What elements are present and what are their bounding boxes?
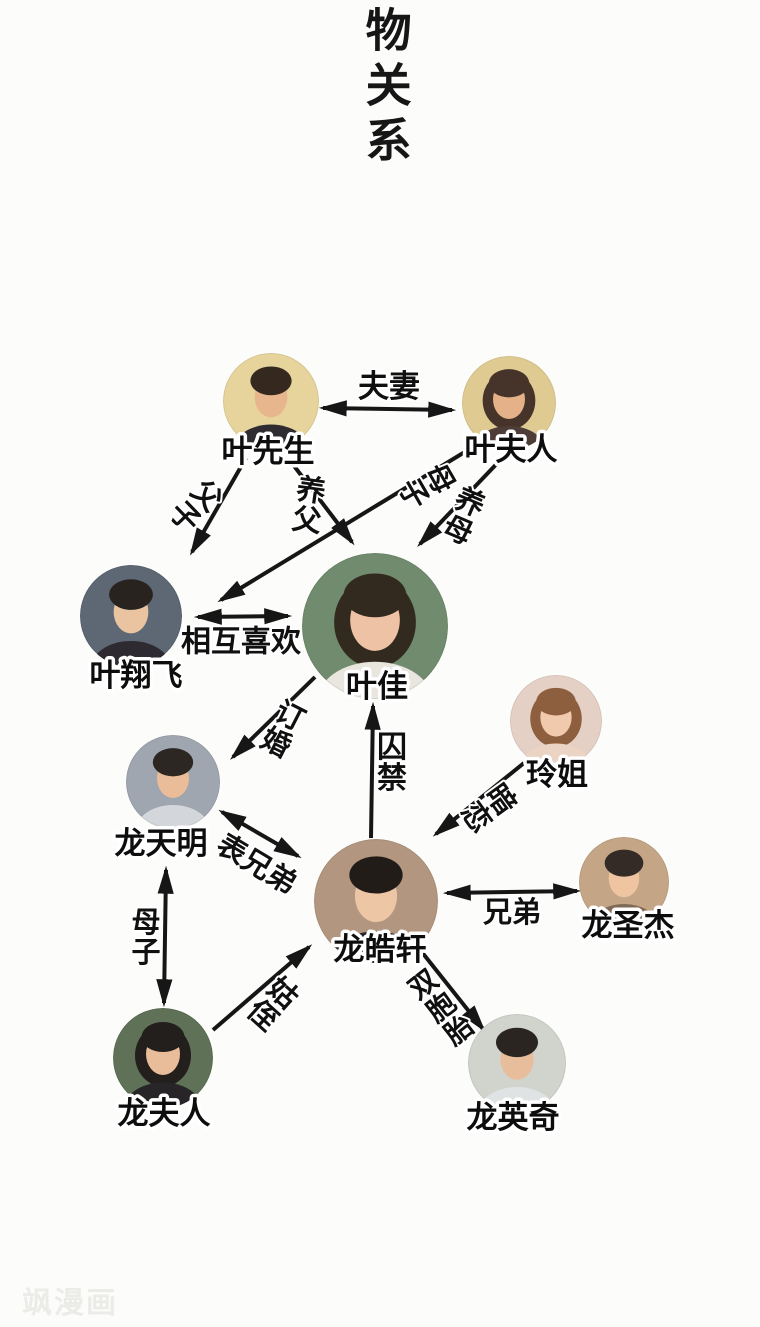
avatar-edge <box>468 1014 566 1112</box>
edge-label-anlian: 暗恋 <box>454 777 523 838</box>
person-avatar-long-tianming <box>126 735 220 829</box>
edge-line-muzi-ye <box>217 445 475 603</box>
avatar-hair <box>152 748 194 777</box>
person-avatar-long-furen <box>113 1008 213 1108</box>
avatar-hair <box>343 573 407 618</box>
edge-label-muzi-long: 母子 <box>131 905 160 969</box>
avatar-edge <box>80 565 182 667</box>
edge-line-xianghuxihuan <box>193 608 293 625</box>
edge-line-muzi-long <box>156 865 174 1008</box>
avatar-edge <box>579 837 669 927</box>
avatar-shoulders <box>123 1082 203 1108</box>
person-name-long-tianming: 龙天明 <box>115 826 208 862</box>
avatar-hair <box>141 1022 185 1052</box>
avatar-edge <box>126 735 220 829</box>
person-name-ling-jie: 玲姐 <box>526 757 588 793</box>
person-name-ye-furen: 叶夫人 <box>465 432 558 468</box>
avatar-shoulders <box>519 743 593 767</box>
avatar-shoulders <box>471 426 547 450</box>
avatar-edge <box>314 839 438 963</box>
person-name-long-shengjie: 龙圣杰 <box>582 908 675 944</box>
avatar-edge <box>113 1008 213 1108</box>
avatar-edge <box>462 356 556 450</box>
person-avatar-long-shengjie <box>579 837 669 927</box>
page-title: 物关系 <box>358 6 413 171</box>
person-avatar-long-yingqi <box>468 1014 566 1112</box>
edge-line-fuqi <box>318 400 457 418</box>
edge-line-yangmu <box>417 450 510 548</box>
watermark: 飒漫画 <box>22 1286 118 1321</box>
edge-line-shuangbaotai <box>419 949 486 1033</box>
avatar-shoulders <box>90 640 172 667</box>
edge-line-guzhi <box>211 944 313 1032</box>
edge-line-qiujin <box>364 701 381 839</box>
person-avatar-ling-jie <box>510 675 602 767</box>
edge-label-xiongdi: 兄弟 <box>482 895 541 929</box>
edge-label-qiujin: 囚禁 <box>377 730 407 796</box>
person-avatar-ye-jia <box>302 553 448 699</box>
avatar-edge <box>223 353 319 449</box>
avatar-hair <box>495 1027 539 1058</box>
edge-label-fuqi: 夫妻 <box>358 369 420 405</box>
edge-label-biaoxiongdi: 表兄弟 <box>211 827 303 901</box>
person-name-long-haoxuan: 龙皓轩 <box>334 932 427 968</box>
person-avatar-long-haoxuan <box>314 839 438 963</box>
person-name-ye-xiansheng: 叶先生 <box>222 434 315 470</box>
edge-label-xianghuxihuan: 相互喜欢 <box>181 625 302 660</box>
person-name-long-furen: 龙夫人 <box>118 1096 211 1132</box>
person-avatar-ye-xiangfei <box>80 565 182 667</box>
edge-line-dinghun <box>229 675 317 760</box>
avatar-hair <box>604 849 644 877</box>
person-avatar-ye-xiansheng <box>223 353 319 449</box>
avatar-shoulders <box>588 904 660 927</box>
avatar-shoulders <box>316 661 434 699</box>
avatar-hair <box>488 369 530 398</box>
person-name-ye-jia: 叶佳 <box>346 669 408 705</box>
avatar-shoulders <box>477 1087 557 1112</box>
edge-label-yangfu: 养父 <box>290 471 329 539</box>
edge-line-biaoxiongdi <box>218 809 302 859</box>
edges-layer: 夫妻父子养父母子养母相互喜欢订婚囚禁暗恋表兄弟兄弟母子姑侄双胞胎 <box>129 367 582 1054</box>
avatar-hair <box>250 366 292 396</box>
person-name-long-yingqi: 龙英奇 <box>467 1100 560 1136</box>
person-name-ye-xiangfei: 叶翔飞 <box>90 658 183 694</box>
avatar-hair <box>536 687 576 716</box>
avatar-shoulders <box>232 424 310 449</box>
edge-line-anlian <box>432 761 526 837</box>
edge-line-fuzi <box>189 457 248 556</box>
edge-line-xiongdi <box>442 883 582 901</box>
avatar-hair <box>109 579 153 610</box>
avatar-shoulders <box>326 931 426 963</box>
person-avatar-ye-furen <box>462 356 556 450</box>
avatar-edge <box>510 675 602 767</box>
avatar-edge <box>302 553 448 699</box>
avatar-hair <box>349 856 403 894</box>
avatar-shoulders <box>135 805 211 829</box>
